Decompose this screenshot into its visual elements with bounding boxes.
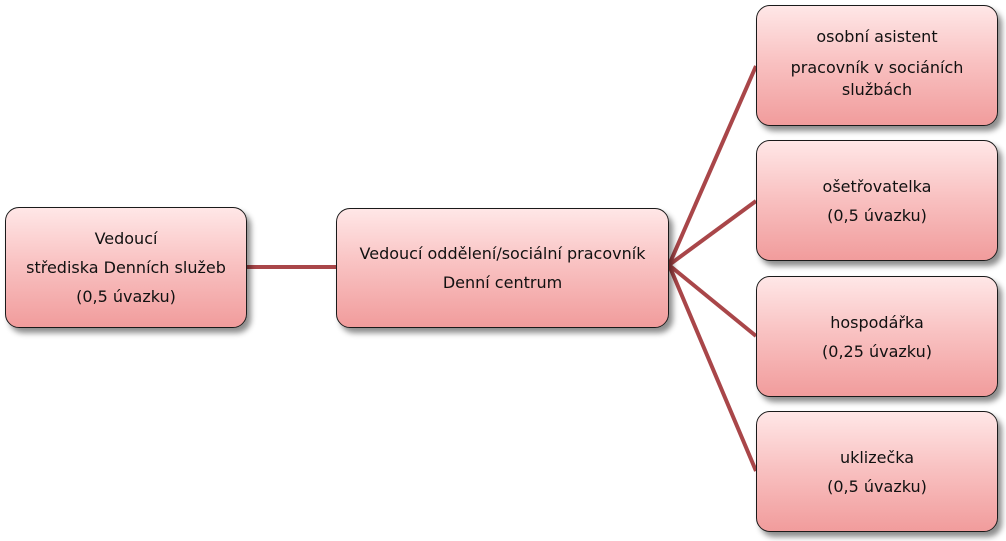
node-text-line: osobní asistent	[816, 27, 938, 46]
node-department-head-day-center: Vedoucí oddělení/sociální pracovník Denn…	[336, 208, 669, 328]
node-text-line: (0,5 úvazku)	[76, 287, 176, 306]
node-cleaner: uklizečka (0,5 úvazku)	[756, 411, 998, 532]
node-text-line: střediska Denních služeb	[26, 258, 226, 277]
connector-middle-to-child-3	[667, 263, 758, 338]
connector-middle-to-child-1	[667, 65, 758, 266]
node-text-line: (0,5 úvazku)	[827, 476, 927, 496]
node-text-line: ošetřovatelka	[822, 176, 932, 196]
node-text-line: Vedoucí	[94, 229, 158, 248]
connector-middle-to-child-2	[667, 199, 758, 267]
node-text-line: (0,25 úvazku)	[822, 341, 932, 361]
node-head-of-day-services: Vedoucí střediska Denních služeb (0,5 úv…	[5, 207, 247, 328]
node-housekeeper: hospodářka (0,25 úvazku)	[756, 276, 998, 397]
node-text-line: uklizečka	[839, 447, 915, 467]
node-text-line: Vedoucí oddělení/sociální pracovník	[359, 244, 646, 263]
node-text-line: pracovník v sociáních službách	[790, 58, 964, 99]
node-text-line: hospodářka	[830, 312, 924, 332]
node-text-line: (0,5 úvazku)	[827, 205, 927, 225]
node-personal-assistant: osobní asistent pracovník v sociáních sl…	[756, 5, 998, 126]
node-nurse: ošetřovatelka (0,5 úvazku)	[756, 140, 998, 261]
connector-middle-to-child-4	[667, 264, 758, 472]
node-text-line: Denní centrum	[442, 273, 563, 292]
